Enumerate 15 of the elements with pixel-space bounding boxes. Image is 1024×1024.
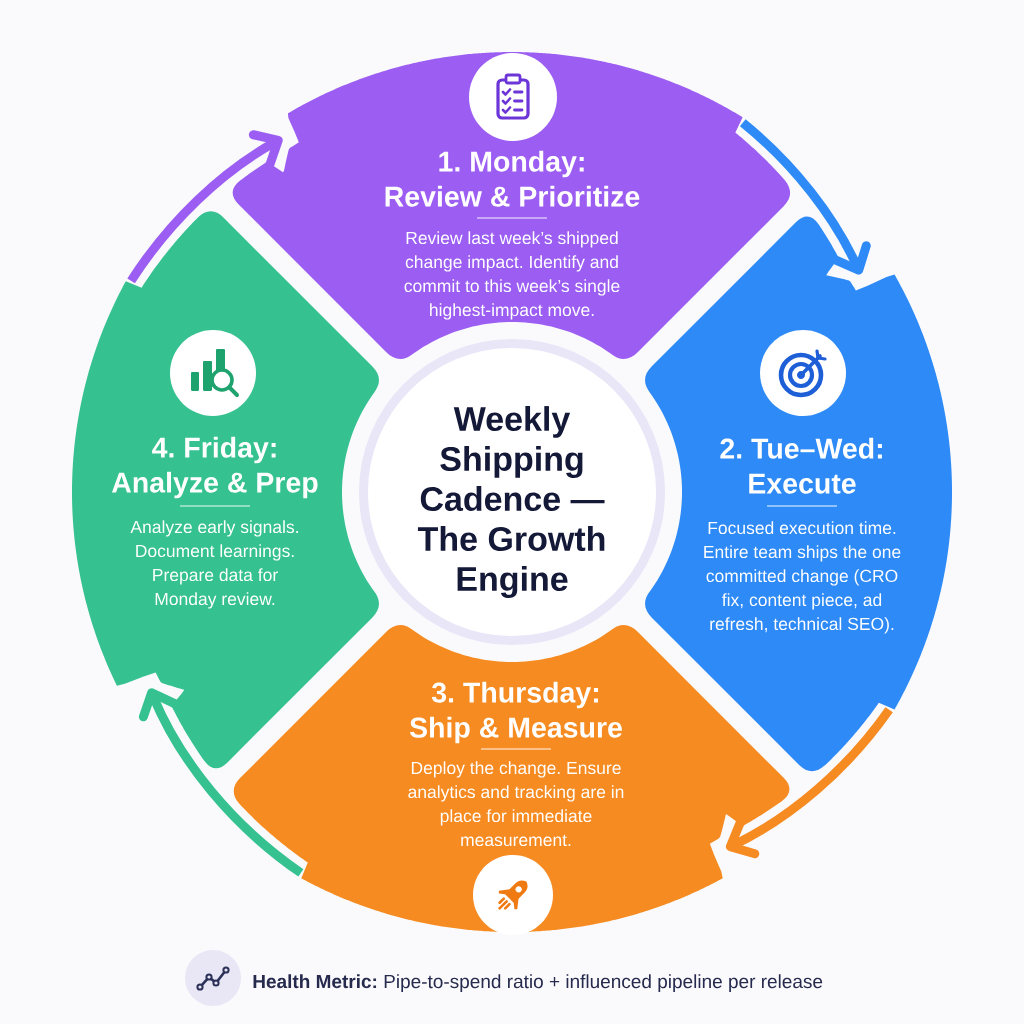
cycle-segment: [72, 211, 379, 769]
cycle-segment: [645, 216, 952, 772]
step-heading: 4. Friday: Analyze & Prep: [111, 436, 318, 499]
cycle-segment: [232, 52, 791, 359]
step-description: Focused execution time. Entire team ships the one committed change (CRO fix, content piece, ad refresh, technical SEO).: [704, 521, 901, 634]
cycle-arrow: [739, 119, 871, 275]
cycle-arrow: [138, 688, 304, 877]
step-description: Review last week’s shipped change impact. Identify and commit to this week’s single highest-impact move.: [404, 231, 620, 320]
step-heading: 2. Tue–Wed: Execute: [720, 437, 882, 494]
step-description: Deploy the change. Ensure analytics and tracking are in place for immediate measurement.: [408, 761, 624, 847]
step-heading: 1. Monday: Review & Prioritize: [385, 150, 640, 207]
metric-note: Health Metric: Pipe-to-spend ratio + influenced pipeline per release: [253, 974, 823, 992]
step-heading: 3. Thursday: Ship & Measure: [409, 681, 622, 744]
step-description: Analyze early signals. Document learnings. Prepare data for Monday review.: [130, 520, 298, 609]
cycle-arrow: [725, 707, 893, 859]
